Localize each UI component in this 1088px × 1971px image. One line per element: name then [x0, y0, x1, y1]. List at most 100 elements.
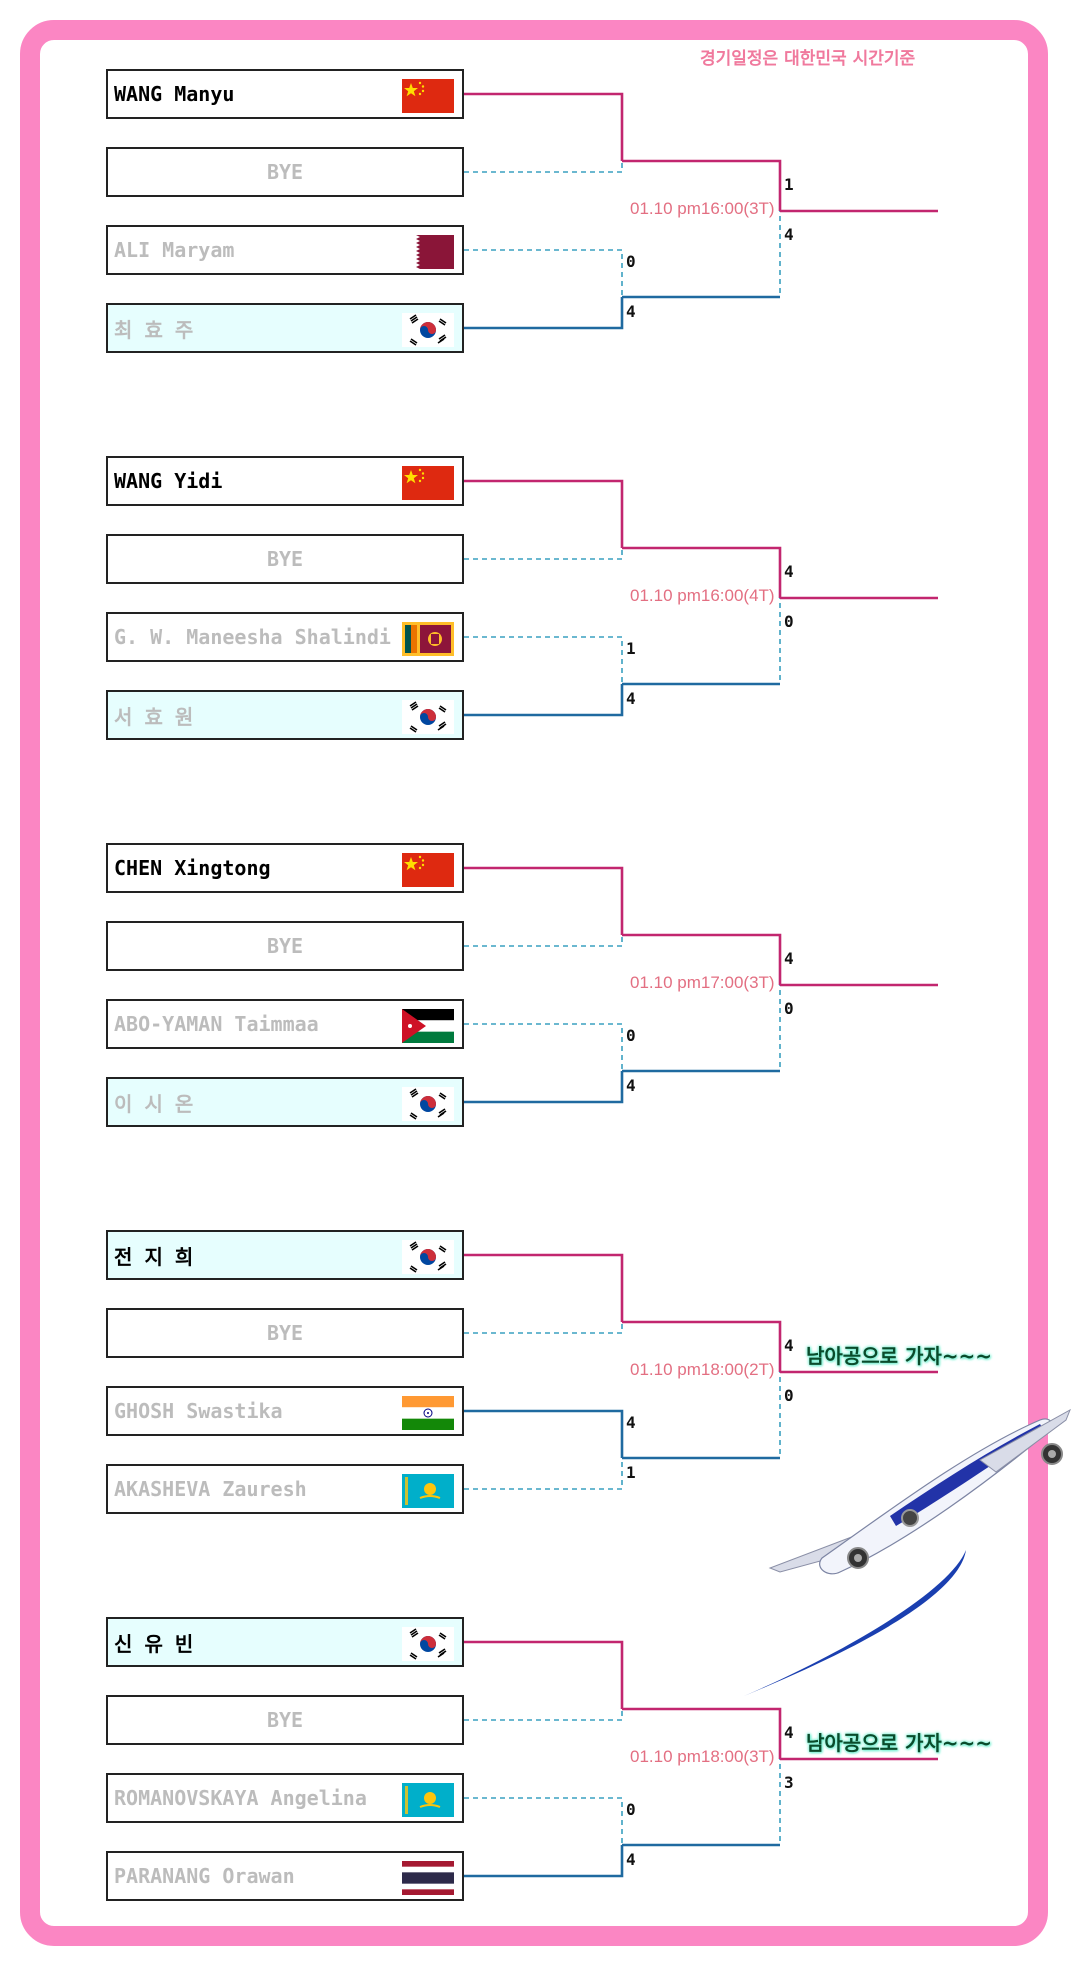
thailand-flag-icon — [402, 1861, 454, 1895]
china-flag-icon — [402, 79, 454, 113]
round1-score-top: 4 — [626, 1413, 636, 1432]
player-name: ALI Maryam — [114, 238, 235, 262]
bracket-line — [464, 161, 623, 173]
round1-score-bottom: 4 — [626, 1850, 636, 1869]
qatar-flag-icon — [402, 235, 454, 269]
player-name: G. W. Maneesha Shalindi — [114, 625, 391, 649]
bracket-line — [464, 1709, 623, 1721]
bracket-line — [622, 159, 782, 211]
player-slot: 전 지 희 — [106, 1230, 464, 1280]
bracket-line — [464, 1409, 624, 1458]
bracket-line — [464, 479, 624, 548]
round1-score-top: 0 — [626, 1026, 636, 1045]
player-slot: 서 효 원 — [106, 690, 464, 740]
sri-lanka-flag-icon — [402, 622, 454, 656]
korea-flag-icon — [402, 313, 454, 347]
bracket-line — [464, 1845, 624, 1878]
bracket-line — [622, 546, 782, 598]
match-schedule: 01.10 pm16:00(4T) — [630, 586, 775, 605]
player-slot: G. W. Maneesha Shalindi — [106, 612, 464, 662]
bracket-line — [622, 985, 781, 1072]
player-name: WANG Manyu — [114, 82, 235, 106]
player-name: AKASHEVA Zauresh — [114, 1477, 307, 1501]
round1-score-top: 0 — [626, 1800, 636, 1819]
bracket-line — [622, 1759, 781, 1846]
player-name: CHEN Xingtong — [114, 856, 271, 880]
player-slot: 이 시 온 — [106, 1077, 464, 1127]
match-schedule: 01.10 pm16:00(3T) — [630, 199, 775, 218]
bye-label: BYE — [266, 934, 304, 958]
round2-score-top: 4 — [784, 1336, 794, 1355]
bracket-line — [464, 1640, 624, 1709]
bracket-line — [464, 249, 623, 297]
bracket-line — [622, 1707, 782, 1759]
bracket-line — [464, 92, 624, 161]
player-slot: CHEN Xingtong — [106, 843, 464, 893]
schedule-timezone-note: 경기일정은 대한민국 시간기준 — [700, 49, 916, 69]
bracket-line — [464, 1023, 623, 1071]
player-name: 이 시 온 — [114, 1091, 194, 1116]
bye-label: BYE — [266, 160, 304, 184]
bye-slot: BYE — [106, 147, 464, 197]
bye-label: BYE — [266, 1321, 304, 1345]
bracket-line — [622, 1320, 782, 1372]
bracket-line — [622, 933, 782, 985]
bracket-line — [464, 1253, 624, 1322]
player-name: 신 유 빈 — [114, 1631, 194, 1656]
match-schedule: 01.10 pm18:00(3T) — [630, 1747, 775, 1766]
player-name: 전 지 희 — [114, 1244, 194, 1269]
airplane-icon — [744, 1408, 1071, 1696]
korea-flag-icon — [402, 1627, 454, 1661]
player-name: 최 효 주 — [114, 317, 194, 342]
player-slot: 최 효 주 — [106, 303, 464, 353]
bye-label: BYE — [266, 547, 304, 571]
bracket-line — [622, 211, 781, 298]
bracket-line — [464, 636, 623, 684]
bye-slot: BYE — [106, 921, 464, 971]
bracket-line — [464, 1797, 623, 1845]
player-slot: WANG Yidi — [106, 456, 464, 506]
bracket-line — [464, 1071, 624, 1104]
match-schedule: 01.10 pm18:00(2T) — [630, 1360, 775, 1379]
player-name: ROMANOVSKAYA Angelina — [114, 1786, 367, 1810]
china-flag-icon — [402, 466, 454, 500]
player-slot: GHOSH Swastika — [106, 1386, 464, 1436]
player-slot: WANG Manyu — [106, 69, 464, 119]
round2-score-bottom: 0 — [784, 999, 794, 1018]
bye-label: BYE — [266, 1708, 304, 1732]
round2-score-top: 4 — [784, 1723, 794, 1742]
china-flag-icon — [402, 853, 454, 887]
bracket-line — [464, 297, 624, 330]
bracket-line — [464, 684, 624, 717]
round1-score-bottom: 4 — [626, 302, 636, 321]
bracket-line — [464, 866, 624, 935]
korea-flag-icon — [402, 700, 454, 734]
player-name: PARANANG Orawan — [114, 1864, 295, 1888]
cheer-message: 남아공으로 가자~~~ — [806, 1731, 993, 1755]
round2-score-top: 1 — [784, 175, 794, 194]
round2-score-bottom: 4 — [784, 225, 794, 244]
match-schedule: 01.10 pm17:00(3T) — [630, 973, 775, 992]
round2-score-bottom: 3 — [784, 1773, 794, 1792]
bracket-line — [464, 548, 623, 560]
korea-flag-icon — [402, 1240, 454, 1274]
cheer-message: 남아공으로 가자~~~ — [806, 1344, 993, 1368]
round1-score-top: 0 — [626, 252, 636, 271]
player-name: ABO-YAMAN Taimmaa — [114, 1012, 319, 1036]
player-slot: ROMANOVSKAYA Angelina — [106, 1773, 464, 1823]
jordan-flag-icon — [402, 1009, 454, 1043]
bracket-line — [464, 1458, 623, 1490]
round1-score-bottom: 1 — [626, 1463, 636, 1482]
round1-score-bottom: 4 — [626, 689, 636, 708]
player-slot: ABO-YAMAN Taimmaa — [106, 999, 464, 1049]
korea-flag-icon — [402, 1087, 454, 1121]
round1-score-bottom: 4 — [626, 1076, 636, 1095]
round2-score-top: 4 — [784, 562, 794, 581]
player-name: 서 효 원 — [114, 704, 194, 729]
round2-score-bottom: 0 — [784, 1386, 794, 1405]
kazakhstan-flag-icon — [402, 1783, 454, 1817]
player-name: GHOSH Swastika — [114, 1399, 283, 1423]
round1-score-top: 1 — [626, 639, 636, 658]
round2-score-top: 4 — [784, 949, 794, 968]
